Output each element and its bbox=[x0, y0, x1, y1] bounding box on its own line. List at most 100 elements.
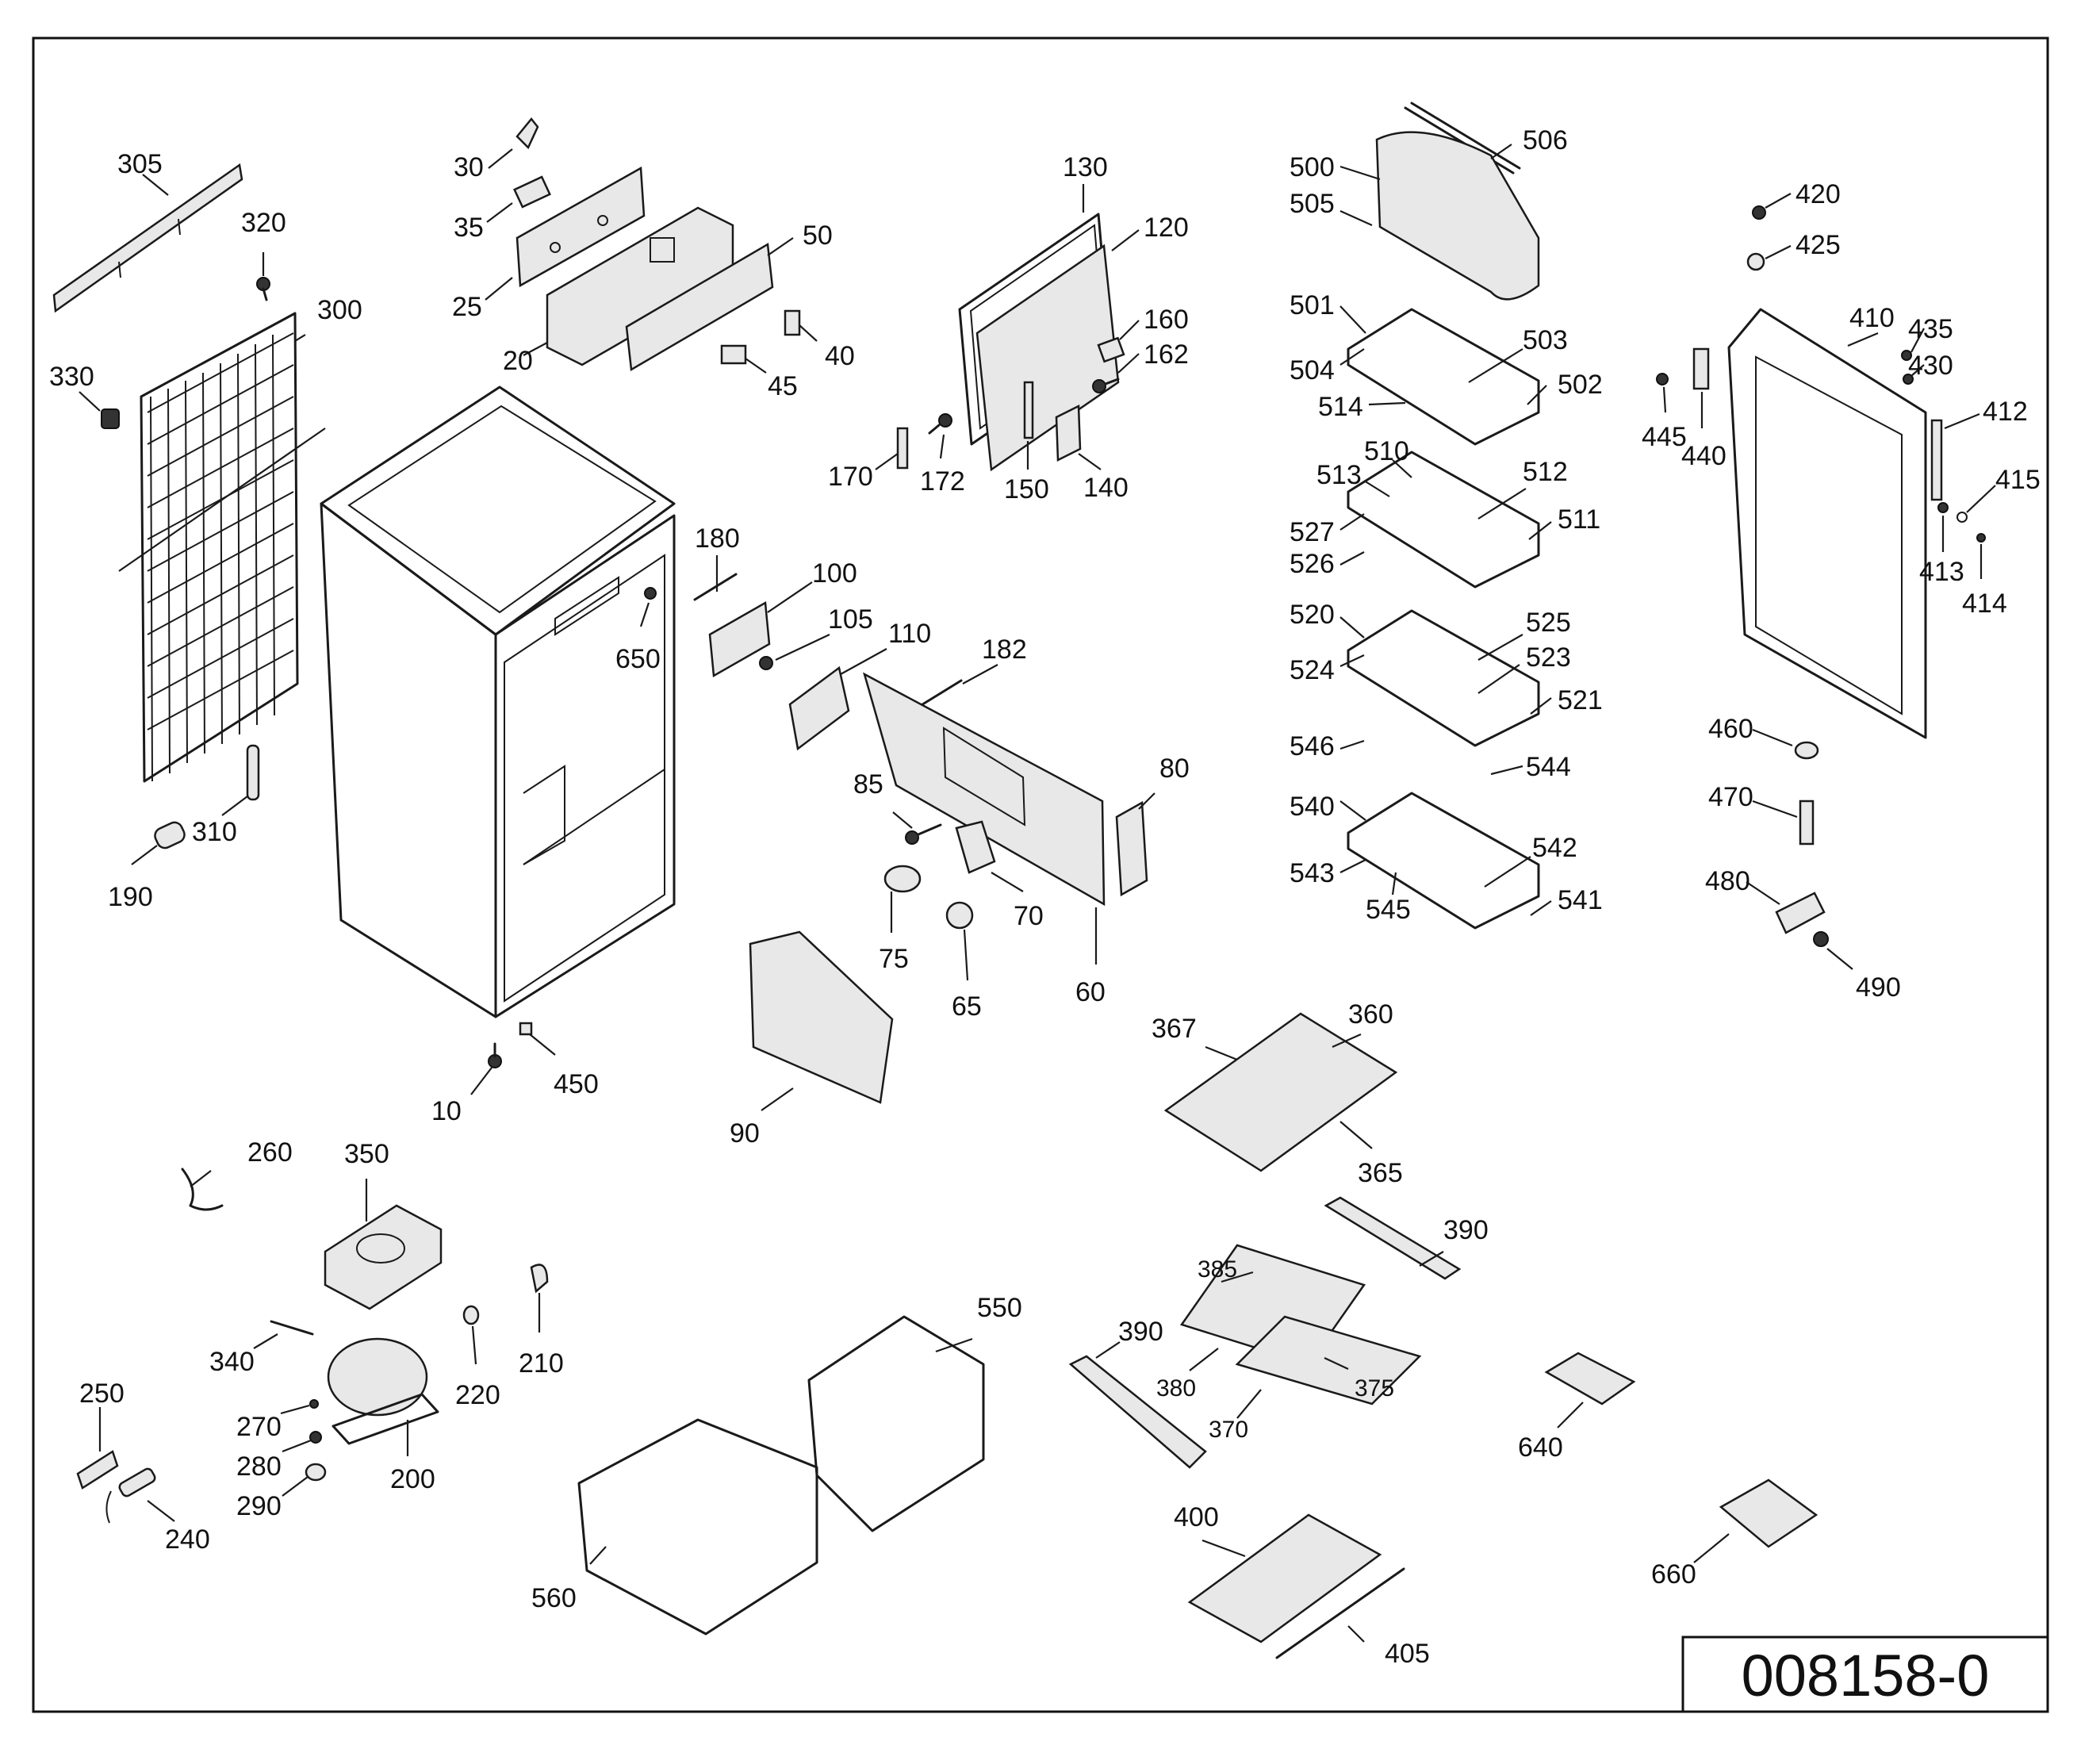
part-label-410: 410 bbox=[1849, 303, 1895, 333]
part-label-527: 527 bbox=[1290, 517, 1335, 547]
part-label-542: 542 bbox=[1532, 833, 1577, 863]
part-label-25: 25 bbox=[452, 292, 482, 322]
part-label-120: 120 bbox=[1144, 213, 1189, 243]
part-170-hinge-drawing bbox=[896, 427, 909, 470]
part-100-bracket-drawing bbox=[708, 600, 771, 678]
part-label-546: 546 bbox=[1290, 731, 1335, 761]
part-label-524: 524 bbox=[1290, 655, 1335, 685]
part-260-cable-drawing bbox=[181, 1168, 224, 1211]
part-label-385: 385 bbox=[1198, 1256, 1237, 1283]
part-label-360: 360 bbox=[1348, 999, 1393, 1030]
part-label-505: 505 bbox=[1290, 189, 1335, 219]
part-label-510: 510 bbox=[1364, 436, 1409, 466]
part-label-640: 640 bbox=[1518, 1432, 1563, 1463]
part-label-525: 525 bbox=[1526, 608, 1571, 638]
part-50-panel-drawing bbox=[625, 242, 774, 372]
part-label-45: 45 bbox=[768, 371, 798, 401]
part-label-420: 420 bbox=[1795, 179, 1841, 209]
part-label-390-left: 390 bbox=[1118, 1317, 1163, 1347]
part-340-rod-drawing bbox=[270, 1320, 314, 1336]
part-250-relay-drawing bbox=[76, 1450, 119, 1490]
part-65-socket-drawing bbox=[945, 901, 974, 930]
part-label-514: 514 bbox=[1318, 392, 1363, 422]
part-label-660: 660 bbox=[1651, 1559, 1696, 1590]
part-label-172: 172 bbox=[920, 466, 965, 497]
part-640-egg-tray-drawing bbox=[1544, 1352, 1636, 1405]
part-30-clip-drawing bbox=[515, 117, 539, 150]
part-label-503: 503 bbox=[1523, 325, 1568, 355]
part-label-390-right: 390 bbox=[1443, 1215, 1489, 1245]
part-label-50: 50 bbox=[803, 220, 833, 251]
part-labels: 305 320 300 330 310 190 30 35 25 50 20 4… bbox=[49, 125, 2041, 1669]
part-label-210: 210 bbox=[519, 1348, 564, 1379]
part-label-545: 545 bbox=[1366, 895, 1411, 925]
part-label-500: 500 bbox=[1290, 152, 1335, 182]
part-label-413: 413 bbox=[1919, 557, 1964, 587]
door-shelf-1-drawing bbox=[1347, 308, 1540, 446]
part-label-162: 162 bbox=[1144, 339, 1189, 370]
part-330-grommet-drawing bbox=[101, 408, 120, 429]
part-35-clip-drawing bbox=[513, 175, 551, 209]
document-number: 008158-0 bbox=[1742, 1643, 1990, 1708]
part-label-365: 365 bbox=[1358, 1158, 1403, 1188]
part-label-110: 110 bbox=[888, 619, 931, 649]
part-40-clip-drawing bbox=[784, 309, 801, 336]
part-162-screw-drawing bbox=[1092, 378, 1120, 393]
part-label-200: 200 bbox=[390, 1464, 435, 1494]
part-label-504: 504 bbox=[1290, 355, 1335, 385]
part-label-90: 90 bbox=[730, 1118, 760, 1149]
part-label-430: 430 bbox=[1908, 351, 1953, 381]
part-label-10: 10 bbox=[431, 1096, 462, 1126]
part-120-door-drawing bbox=[975, 244, 1120, 472]
part-80-switch-drawing bbox=[1115, 800, 1148, 897]
part-410-door-drawing bbox=[1727, 308, 1927, 739]
part-310-rod-drawing bbox=[246, 744, 260, 801]
part-label-340: 340 bbox=[209, 1347, 255, 1377]
part-label-20: 20 bbox=[503, 346, 533, 376]
part-label-650: 650 bbox=[615, 644, 661, 674]
part-label-80: 80 bbox=[1159, 754, 1190, 784]
cabinet-drawing bbox=[320, 385, 676, 1018]
part-label-270: 270 bbox=[236, 1412, 282, 1442]
part-550-drawer-drawing bbox=[807, 1315, 985, 1532]
door-shelf-4-drawing bbox=[1347, 792, 1540, 930]
part-180-rod-drawing bbox=[693, 573, 738, 601]
part-label-511: 511 bbox=[1558, 504, 1600, 535]
part-190-tube-drawing bbox=[154, 821, 186, 849]
part-label-250: 250 bbox=[79, 1379, 125, 1409]
part-label-300: 300 bbox=[317, 295, 362, 325]
part-305-rail-drawing bbox=[52, 163, 243, 313]
part-10-foot-drawing bbox=[488, 1042, 502, 1068]
part-label-506: 506 bbox=[1523, 125, 1568, 155]
part-90-cover-drawing bbox=[749, 930, 894, 1104]
part-160-hinge-drawing bbox=[1097, 336, 1125, 363]
part-label-30: 30 bbox=[454, 152, 484, 182]
part-label-425: 425 bbox=[1795, 230, 1841, 260]
part-390-rail-right-drawing bbox=[1324, 1196, 1462, 1280]
part-45-clip-drawing bbox=[720, 344, 747, 365]
part-label-320: 320 bbox=[241, 208, 286, 238]
diagram-border bbox=[32, 36, 2049, 1713]
part-label-220: 220 bbox=[455, 1380, 500, 1410]
part-label-523: 523 bbox=[1526, 642, 1571, 673]
part-label-560: 560 bbox=[531, 1583, 577, 1613]
part-label-240: 240 bbox=[165, 1524, 210, 1555]
part-500-cover-drawing bbox=[1375, 131, 1540, 301]
part-label-182: 182 bbox=[982, 635, 1027, 665]
part-label-330: 330 bbox=[49, 362, 94, 392]
part-270-280-290-drawing bbox=[305, 1399, 327, 1482]
part-650-screw-drawing bbox=[644, 587, 657, 600]
part-label-380: 380 bbox=[1156, 1375, 1196, 1402]
part-label-414: 414 bbox=[1962, 589, 2007, 619]
part-label-140: 140 bbox=[1083, 473, 1129, 503]
part-label-512: 512 bbox=[1523, 457, 1568, 487]
part-240-cable-drawing bbox=[105, 1467, 156, 1524]
part-label-450: 450 bbox=[554, 1069, 599, 1099]
part-400-glass-drawing bbox=[1187, 1513, 1382, 1643]
part-label-490: 490 bbox=[1856, 972, 1901, 1003]
part-200-compressor-drawing bbox=[327, 1337, 439, 1445]
part-label-480: 480 bbox=[1705, 866, 1750, 896]
part-450-clip-drawing bbox=[519, 1022, 533, 1036]
part-label-400: 400 bbox=[1174, 1502, 1219, 1532]
part-label-445: 445 bbox=[1642, 422, 1687, 452]
